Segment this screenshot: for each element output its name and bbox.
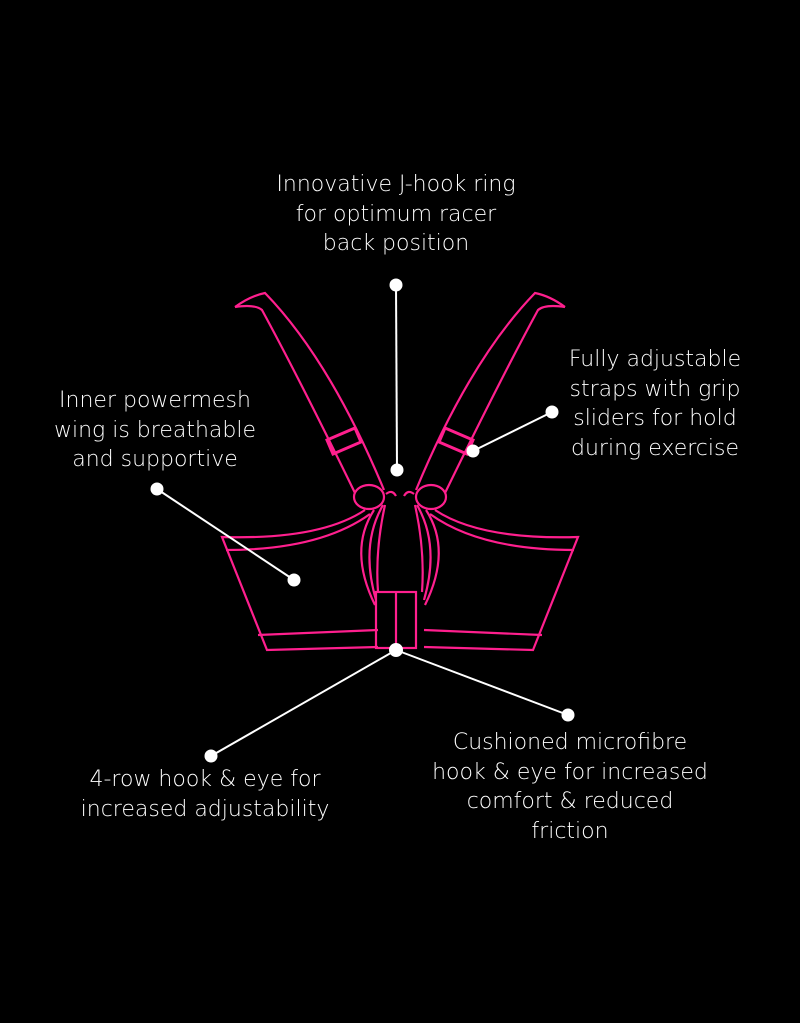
callouts xyxy=(150,278,575,763)
microfibre-hook-eye-label: Cushioned microfibre hook & eye for incr… xyxy=(432,730,708,844)
hook-eye-rows-label: 4-row hook & eye for increased adjustabi… xyxy=(80,767,330,822)
powermesh-wing-label: Inner powermesh wing is breathable and s… xyxy=(53,388,257,472)
adjustable-straps-label: Fully adjustable straps with grip slider… xyxy=(568,347,742,461)
j-hook-ring-label: Innovative J-hook ring for optimum racer… xyxy=(276,172,516,256)
bra-outline xyxy=(220,291,580,652)
